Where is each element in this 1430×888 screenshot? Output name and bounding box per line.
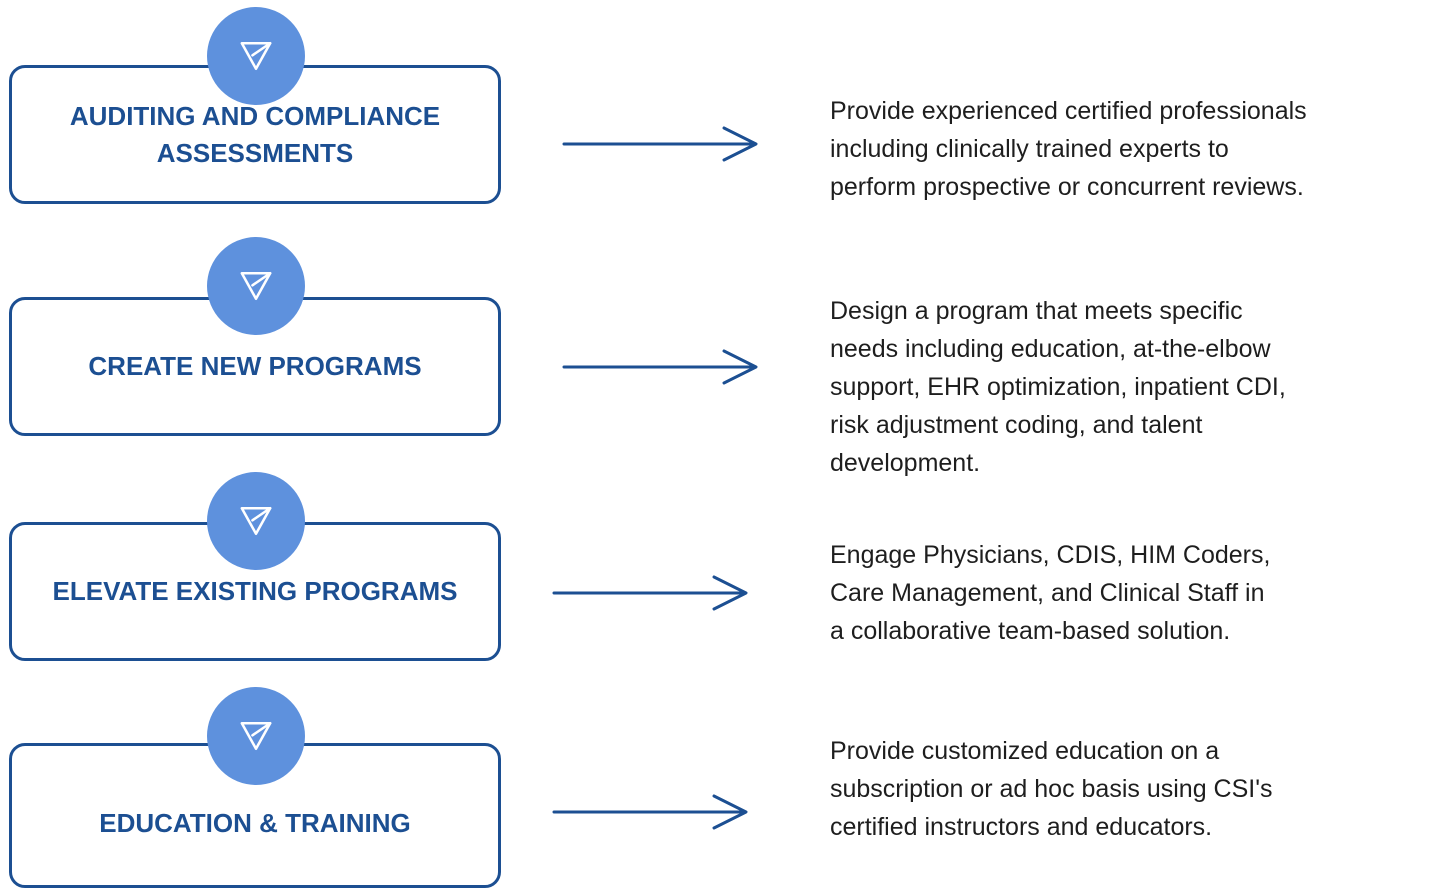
send-icon: [207, 237, 305, 335]
service-title: CREATE NEW PROGRAMS: [88, 351, 422, 381]
service-description: Design a program that meets specific nee…: [830, 297, 1286, 477]
service-description: Provide customized education on a subscr…: [830, 737, 1273, 841]
service-title: ELEVATE EXISTING PROGRAMS: [52, 576, 458, 606]
arrow-right-icon: [552, 575, 748, 611]
send-icon: [207, 687, 305, 785]
service-title: AUDITING AND COMPLIANCE ASSESSMENTS: [69, 100, 441, 168]
arrow-right-icon: [562, 349, 758, 385]
service-description: Engage Physicians, CDIS, HIM Coders, Car…: [830, 541, 1271, 645]
service-description: Provide experienced certified profession…: [830, 97, 1307, 201]
service-title: EDUCATION & TRAINING: [99, 808, 411, 838]
arrow-right-icon: [552, 794, 748, 830]
send-icon: [207, 472, 305, 570]
arrow-right-icon: [562, 126, 758, 162]
send-icon: [207, 7, 305, 105]
